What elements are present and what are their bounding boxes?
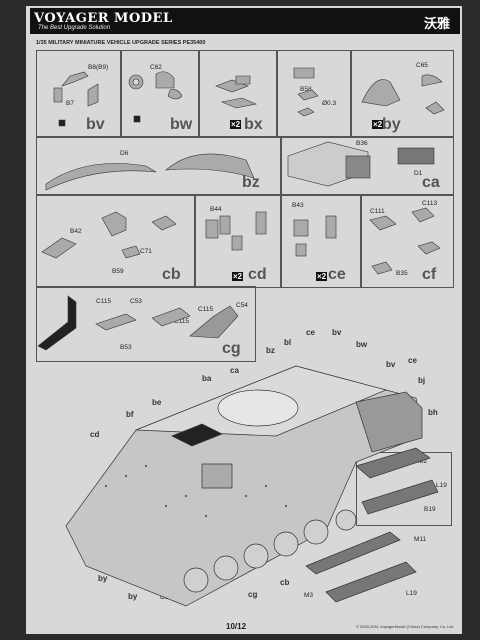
- part-label: D6: [120, 150, 129, 157]
- part-label: C54: [236, 302, 248, 309]
- step-frame-b58: [276, 50, 352, 138]
- callout-label: by: [128, 592, 138, 601]
- callout-label: cg: [248, 590, 258, 599]
- step-frame-bw: [120, 50, 200, 138]
- part-label: C111: [370, 208, 385, 215]
- parts-illustration: [37, 67, 445, 607]
- part-label: B36: [356, 140, 368, 147]
- brand-logo: VOYAGER MODEL: [34, 11, 173, 26]
- callout-label: cb: [280, 578, 290, 587]
- step-frame-cf: [360, 194, 454, 288]
- part-label: C115: [174, 318, 190, 325]
- step-frame-cb: [36, 194, 196, 288]
- step-frame-ca: [280, 136, 454, 196]
- step-frame-cd: [194, 194, 282, 288]
- part-label: C113: [422, 200, 438, 207]
- callout-label: ba: [202, 374, 212, 383]
- callout-label: ce: [408, 356, 417, 365]
- step-frame-by: [350, 50, 454, 138]
- step-label-by: by: [382, 116, 401, 133]
- multiplier-x2: ×2: [372, 120, 384, 129]
- instruction-sheet: VOYAGER MODEL The Best Upgrade Solution …: [26, 6, 462, 634]
- step-label-cg: cg: [222, 340, 241, 357]
- step-label-cb: cb: [162, 266, 181, 283]
- part-label: C71: [140, 248, 152, 255]
- multiplier-x2: ×2: [316, 272, 328, 281]
- step-label-bv: bv: [86, 116, 105, 133]
- part-label: C53: [130, 298, 142, 305]
- copyright-notice: © 2005-2011 VoyagerModel (China) Company…: [356, 624, 454, 629]
- step-frame-cg: [36, 286, 256, 362]
- part-label: C115: [198, 306, 214, 313]
- part-label: L19: [406, 590, 417, 597]
- brand-chinese-name: 沃雅: [423, 16, 450, 31]
- multiplier-x2: ×2: [232, 272, 244, 281]
- part-label: B53: [120, 344, 132, 351]
- part-label: B59: [112, 268, 124, 275]
- callout-label: bl: [284, 338, 292, 347]
- part-label: B42: [70, 228, 82, 235]
- step-label-ce: ce: [328, 266, 346, 283]
- callout-label: ce: [306, 328, 315, 337]
- part-label: C62: [150, 64, 162, 71]
- part-label: B7: [66, 100, 74, 107]
- header-banner: VOYAGER MODEL The Best Upgrade Solution …: [30, 8, 460, 34]
- page-number: 10/12: [226, 622, 247, 631]
- callout-label: bj: [418, 376, 426, 385]
- part-label: D1: [414, 170, 423, 177]
- callout-label: bv: [386, 360, 396, 369]
- step-label-bz: bz: [242, 174, 260, 191]
- callout-label: bv: [332, 328, 342, 337]
- part-label: C65: [416, 62, 428, 69]
- part-label: B43: [292, 202, 304, 209]
- sheet-subtitle: 1/35 MILITARY MINIATURE VEHICLE UPGRADE …: [36, 40, 206, 46]
- step-label-bw: bw: [170, 116, 193, 133]
- callout-label: be: [152, 398, 162, 407]
- multiplier-x2: ×2: [230, 120, 242, 129]
- callout-label: ca: [230, 366, 239, 375]
- step-label-bx: bx: [244, 116, 263, 133]
- step-label-cd: cd: [248, 266, 267, 283]
- part-label: B44: [210, 206, 222, 213]
- step-frame-bx: [198, 50, 278, 138]
- callout-label: bf: [126, 410, 134, 419]
- part-label: B19: [424, 506, 436, 513]
- vehicle-drawing: [65, 365, 439, 607]
- part-label: L19: [436, 482, 447, 489]
- step-frame-bv: [36, 50, 122, 138]
- callout-label: bh: [428, 408, 438, 417]
- part-label: B58: [300, 86, 312, 93]
- callout-label: by: [98, 574, 108, 583]
- step-frame-ce: [280, 194, 362, 288]
- part-label: B35: [396, 270, 408, 277]
- part-label: Ø0.3: [322, 100, 337, 107]
- part-label: B8(B9): [88, 64, 109, 71]
- part-label: C115: [96, 298, 112, 305]
- callout-label: bz: [266, 346, 275, 355]
- step-label-ca: ca: [422, 174, 440, 191]
- part-label: M11: [414, 536, 427, 543]
- callout-label: cd: [90, 430, 100, 439]
- step-label-cf: cf: [422, 266, 437, 283]
- part-label: M3: [304, 592, 314, 599]
- brand-tagline: The Best Upgrade Solution: [38, 25, 111, 31]
- part-label: M2: [418, 458, 428, 465]
- callout-label: bw: [356, 340, 368, 349]
- step-frame-bz: [36, 136, 282, 196]
